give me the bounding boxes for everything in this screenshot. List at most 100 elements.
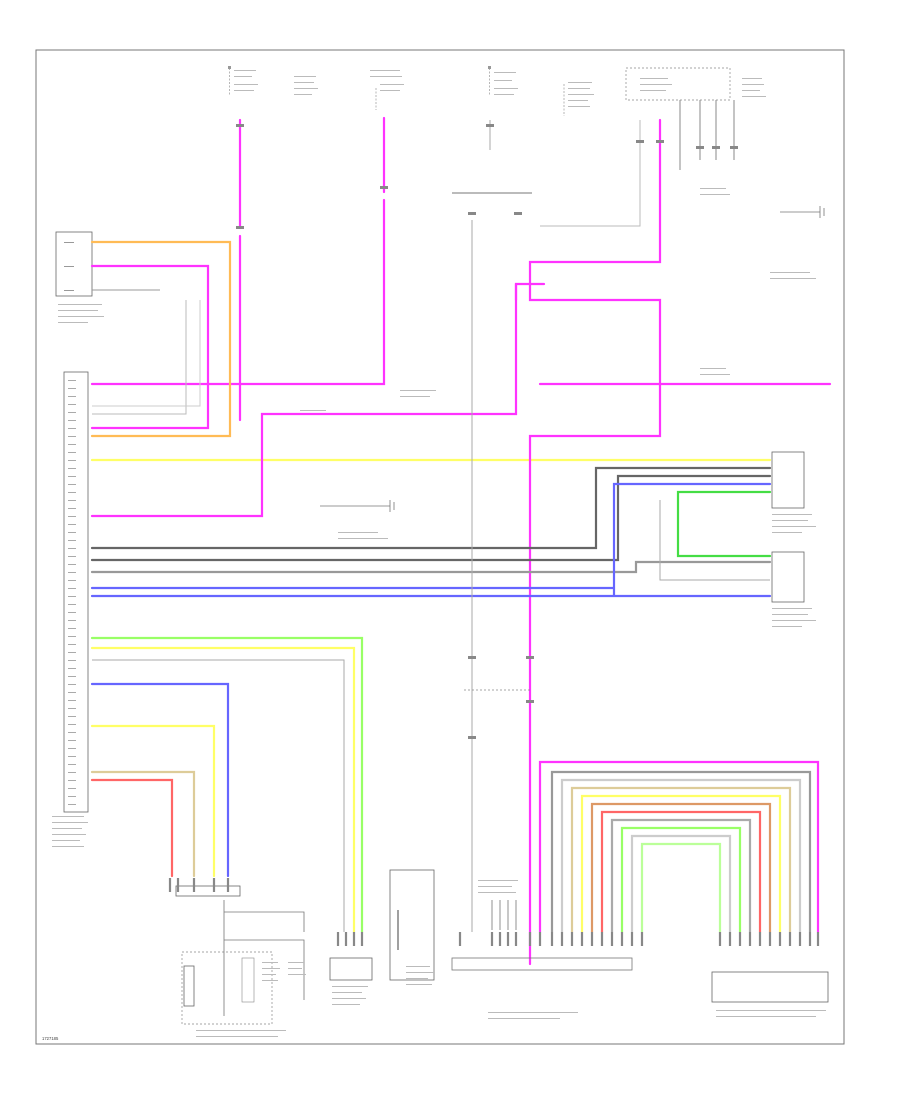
ecu-pin-label bbox=[68, 620, 76, 621]
fuse-block-2 bbox=[294, 76, 318, 95]
bottom-left-connector bbox=[175, 885, 241, 897]
ecu-pin-label bbox=[68, 476, 76, 477]
wire-pink-bundle-outer bbox=[538, 760, 820, 934]
wire-tan-lower bbox=[90, 770, 196, 878]
ecu-pin-label bbox=[68, 732, 76, 733]
ecu-pin-label bbox=[68, 484, 76, 485]
ecu-pin-label bbox=[68, 788, 76, 789]
ecu-pin-label bbox=[68, 436, 76, 437]
wire-blue-2 bbox=[90, 482, 772, 598]
ecu-pin-label bbox=[68, 452, 76, 453]
ecu-pin-label bbox=[68, 764, 76, 765]
fuse-block-1 bbox=[228, 66, 258, 96]
rear-body-ecu-block bbox=[625, 67, 766, 101]
ecu-pin-label bbox=[68, 756, 76, 757]
fuse-block-5 bbox=[563, 82, 594, 116]
ecu-pin-label bbox=[68, 492, 76, 493]
ecu-pin-label bbox=[68, 660, 76, 661]
ecu-pin-label bbox=[68, 396, 76, 397]
main-ecu-connector bbox=[63, 371, 89, 813]
wire-gray-right bbox=[659, 500, 770, 581]
wire-red-bundle bbox=[600, 810, 762, 934]
ecu-pin-label bbox=[68, 684, 76, 685]
diagram-frame bbox=[35, 49, 845, 1045]
ecu-pin-label bbox=[68, 724, 76, 725]
wire-gray-bundle bbox=[550, 770, 812, 934]
connector-marks bbox=[236, 124, 738, 739]
fuse-block-3 bbox=[370, 70, 404, 110]
ecu-pin-label bbox=[68, 700, 76, 701]
ecu-pin-label bbox=[68, 588, 76, 589]
bottom-sensor-box bbox=[329, 957, 373, 981]
ecu-pin-label bbox=[68, 444, 76, 445]
ecu-pin-label bbox=[68, 540, 76, 541]
wire-gray-3 bbox=[90, 560, 772, 574]
wire-rear-ecu-drops bbox=[679, 100, 735, 170]
wire-white-bundle bbox=[560, 778, 802, 934]
right-components bbox=[771, 451, 816, 627]
ecu-pin-label bbox=[68, 668, 76, 669]
wire-yellow-bundle bbox=[580, 794, 782, 934]
ecu-pin-label bbox=[68, 780, 76, 781]
main-ecu-pin-ticks bbox=[68, 380, 76, 805]
wire-lightgreen-bundle bbox=[620, 826, 742, 934]
ecu-pin-label bbox=[68, 636, 76, 637]
ecu-pin-label bbox=[68, 412, 76, 413]
wire-white-seat-drop bbox=[92, 300, 201, 407]
ecu-pin-label bbox=[68, 692, 76, 693]
wire-pink-right-drop bbox=[528, 118, 662, 966]
right-sensor-box-2 bbox=[771, 551, 805, 603]
wire-orange-seat bbox=[90, 240, 232, 438]
wire-tan-bundle bbox=[570, 786, 792, 934]
wire-yellow-lower2 bbox=[90, 724, 216, 878]
ecu-pin-label bbox=[68, 716, 76, 717]
ecu-pin-label bbox=[68, 572, 76, 573]
ecu-pin-label bbox=[68, 508, 76, 509]
ecu-pin-label bbox=[68, 644, 76, 645]
ecu-pin-label bbox=[68, 516, 76, 517]
wire-gray-seat-drop bbox=[92, 300, 187, 415]
ecu-pin-label bbox=[68, 652, 76, 653]
ecu-pin-label bbox=[68, 380, 76, 381]
bottom-left-dash-box bbox=[181, 951, 273, 1025]
wires bbox=[90, 100, 832, 966]
wire-green-right bbox=[676, 490, 772, 558]
bottom-center-box bbox=[389, 869, 435, 981]
ecu-pin-label bbox=[68, 556, 76, 557]
wire-darkgray-2 bbox=[90, 474, 772, 562]
ecu-pin-label bbox=[68, 532, 76, 533]
ecu-pin-label bbox=[68, 708, 76, 709]
ecu-pin-label bbox=[68, 796, 76, 797]
ecu-pin-label bbox=[68, 420, 76, 421]
diagram-id: 1727185 bbox=[42, 1036, 59, 1041]
ecu-pin-label bbox=[68, 388, 76, 389]
ecu-pin-label bbox=[68, 596, 76, 597]
ecu-pin-label bbox=[68, 428, 76, 429]
wire-yellow-lower bbox=[90, 646, 356, 934]
ecu-pin-label bbox=[68, 676, 76, 677]
label-stubs bbox=[300, 188, 816, 539]
bottom-pin-rows bbox=[168, 878, 820, 946]
seat-switch-box bbox=[55, 231, 93, 297]
ecu-pin-label bbox=[68, 628, 76, 629]
ecu-pin-label bbox=[68, 748, 76, 749]
ecu-pin-label bbox=[68, 580, 76, 581]
wire-darkgray-1 bbox=[90, 466, 772, 550]
ecu-pin-label bbox=[68, 604, 76, 605]
ecu-pin-label bbox=[68, 612, 76, 613]
ecu-pin-label bbox=[68, 468, 76, 469]
wire-fuse5-drop bbox=[540, 120, 641, 227]
ecu-pin-label bbox=[68, 564, 76, 565]
ecu-pin-label bbox=[68, 500, 76, 501]
wire-blue-lower bbox=[90, 682, 230, 878]
ecu-pin-label bbox=[68, 772, 76, 773]
ground-icon-mid bbox=[320, 500, 395, 512]
ecu-pin-label bbox=[68, 404, 76, 405]
bottom-components bbox=[175, 869, 829, 1037]
ecu-pin-label bbox=[68, 524, 76, 525]
ground-icon-top bbox=[780, 206, 825, 218]
ecu-pin-label bbox=[68, 804, 76, 805]
wire-green-bundle bbox=[640, 842, 722, 934]
bottom-ecu-connector bbox=[451, 957, 633, 971]
